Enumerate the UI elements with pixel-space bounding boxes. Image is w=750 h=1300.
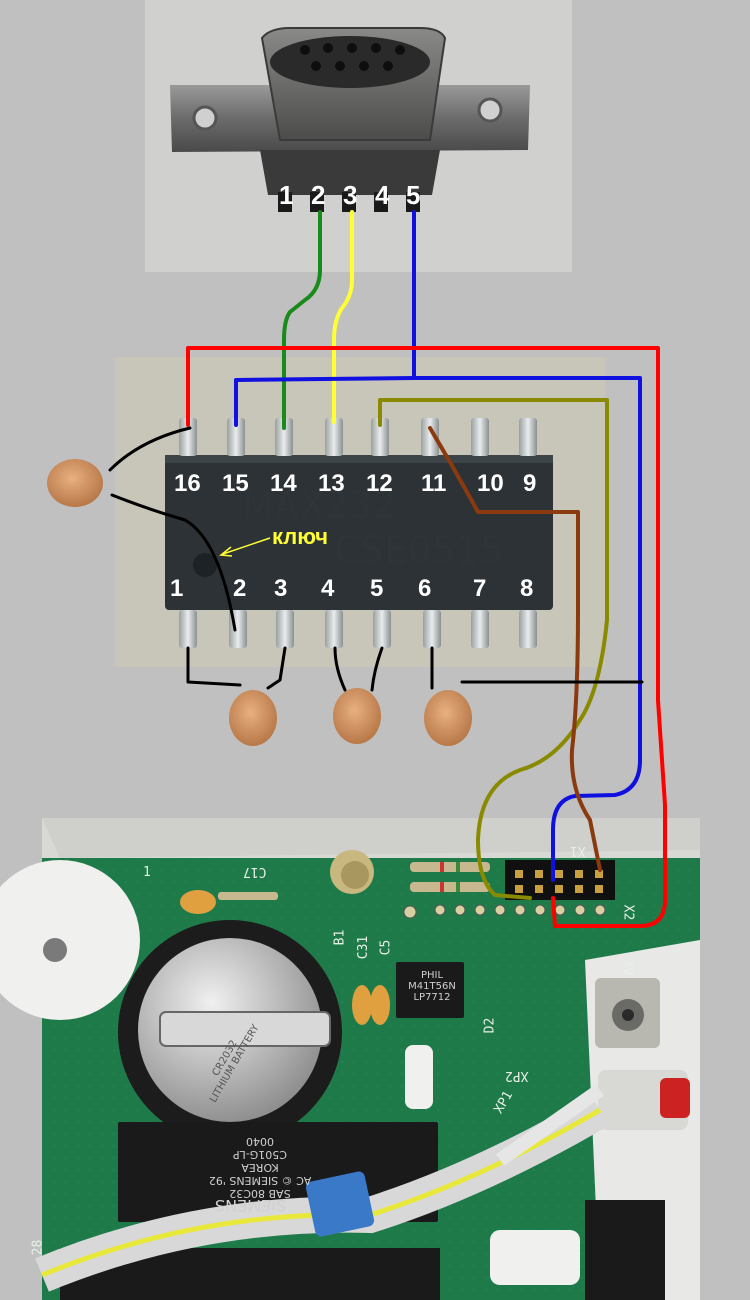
- pin-10-label: 10: [477, 470, 504, 497]
- capacitor-6: [424, 690, 472, 746]
- silk-c5: C5: [378, 939, 394, 956]
- chip-top-pin-11: [421, 418, 439, 456]
- cpu-chip-line3: KOREA: [241, 1161, 279, 1174]
- chip-top-pin-15: [227, 418, 245, 456]
- pin-2-label: 2: [233, 575, 247, 602]
- silk-c31: C31: [356, 935, 372, 960]
- silk-d2: D2: [482, 1017, 498, 1034]
- silk-x9: X9: [620, 959, 636, 976]
- pin-1-label: 1: [170, 575, 184, 602]
- chip-top-pin-14: [275, 418, 293, 456]
- chip-top-pin-12: [371, 418, 389, 456]
- chip-top-pin-10: [471, 418, 489, 456]
- chip-top-pin-13: [325, 418, 343, 456]
- key-label: ключ: [272, 524, 328, 549]
- pin-5-label: 5: [370, 575, 384, 602]
- capacitor-1-3: [229, 690, 277, 746]
- cpu-chip-line2: AC © SIEMENS '92: [208, 1174, 312, 1187]
- rtc-chip-line1: PHIL: [420, 970, 444, 981]
- db9-pin-3-label: 3: [343, 180, 358, 210]
- chip-bottom-pin-1: [179, 610, 197, 648]
- cpu-chip-line4: C501G-LP: [233, 1148, 287, 1161]
- chip-marking-line2: CSE0515: [334, 528, 504, 572]
- silk-num28: 28: [30, 1239, 46, 1256]
- cpu-chip-marking: SAB 80C32 AC © SIEMENS '92 KOREA C501G-L…: [160, 1135, 360, 1200]
- capacitor-4-5: [333, 688, 381, 744]
- rtc-chip-line2: M41T56N: [408, 981, 456, 992]
- db9-photo: [145, 0, 572, 272]
- db9-pin-4-label: 4: [375, 180, 390, 210]
- pin-12-label: 12: [366, 470, 393, 497]
- pin-14-label: 14: [270, 470, 297, 497]
- key-arrow-icon: [219, 537, 271, 557]
- silk-c17: C17: [243, 864, 267, 879]
- db9-pin-2-label: 2: [311, 180, 326, 210]
- pin-15-label: 15: [222, 470, 249, 497]
- pin-9-label: 9: [523, 470, 537, 497]
- silk-b1: B1: [332, 929, 348, 946]
- cpu-chip-line5: 0040: [246, 1135, 274, 1148]
- silk-x2: X2: [620, 904, 636, 921]
- pin-13-label: 13: [318, 470, 345, 497]
- pin-8-label: 8: [520, 575, 534, 602]
- db9-pin-5-label: 5: [406, 180, 421, 210]
- max232-photo: [115, 357, 605, 667]
- silk-xp2: XP2: [505, 1068, 529, 1083]
- pin-3-label: 3: [274, 575, 288, 602]
- chip-bottom-pin-3: [276, 610, 294, 648]
- db9-pin-1-label: 1: [279, 180, 294, 210]
- chip-bottom-pin-8: [519, 610, 537, 648]
- pin-16-label: 16: [174, 470, 201, 497]
- chip-bottom-pin-5: [373, 610, 391, 648]
- wires: [108, 210, 667, 928]
- silk-num1: 1: [143, 865, 151, 880]
- chip-bottom-pin-6: [423, 610, 441, 648]
- capacitor-left: [47, 459, 103, 507]
- chip-marking-line1: MAX232: [242, 483, 398, 527]
- capacitors: [47, 459, 472, 746]
- rtc-chip-line3: LP7712: [413, 992, 451, 1003]
- cpu-chip-brand: SIEMENS: [215, 1196, 287, 1215]
- pcb-photo: [0, 818, 700, 1300]
- pin-7-label: 7: [473, 575, 487, 602]
- pin-4-label: 4: [321, 575, 335, 602]
- chip-top-pin-16: [179, 418, 197, 456]
- silk-x1: X1: [570, 843, 586, 858]
- pin-6-label: 6: [418, 575, 432, 602]
- pin-11-label: 11: [421, 470, 447, 497]
- chip-bottom-pin-4: [325, 610, 343, 648]
- chip-top-pin-9: [519, 418, 537, 456]
- rtc-chip-marking: PHIL M41T56N LP7712: [402, 970, 462, 1003]
- chip-bottom-pin-7: [471, 610, 489, 648]
